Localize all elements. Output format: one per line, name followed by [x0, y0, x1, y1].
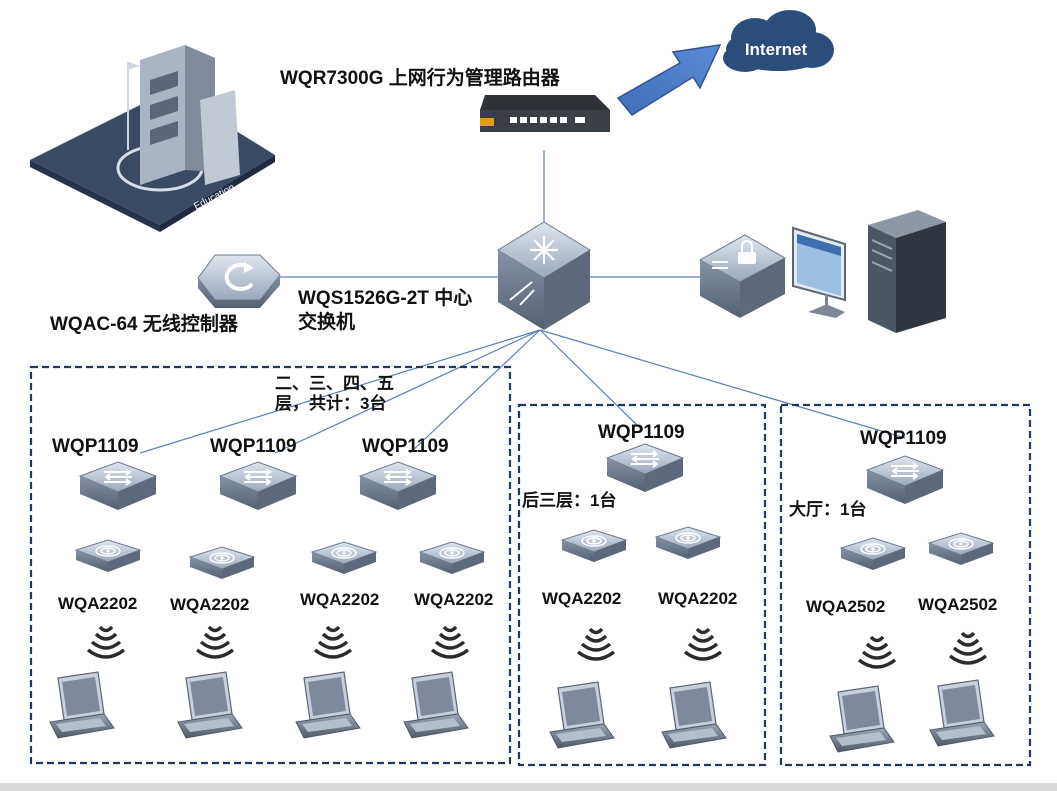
ap-icon-6 [655, 526, 721, 560]
ap-5-label: WQA2202 [542, 589, 622, 608]
server-tower-icon [868, 210, 946, 333]
switch-2-icon [219, 461, 297, 511]
switch-1-label: WQP1109 [52, 436, 139, 457]
core-to-switch-2-line [274, 329, 541, 454]
controller-label: WQAC-64 无线控制器 [50, 314, 238, 335]
core-to-switch-1-line [139, 329, 541, 454]
ap-icon-3 [311, 541, 377, 575]
switch-5-label: WQP1109 [860, 428, 947, 449]
laptop-icon-6 [661, 681, 727, 749]
core-switch-label-line1: WQS1526G-2T 中心 [298, 288, 473, 309]
internet-label: Internet [745, 40, 808, 59]
connection-lines [139, 150, 906, 454]
ap-4-label: WQA2202 [414, 590, 494, 609]
switch-4-icon [606, 443, 684, 493]
wifi-signal-icon-4 [430, 625, 470, 659]
wifi-signal-icon-1 [86, 625, 126, 659]
switch-5-icon [866, 455, 944, 505]
laptop-icon-2 [177, 671, 243, 739]
ap-3-label: WQA2202 [300, 590, 380, 609]
ap-2-label: WQA2202 [170, 595, 250, 614]
wireless-controller-icon [197, 254, 281, 308]
monitor-icon [792, 226, 846, 318]
ap-icon-8 [928, 532, 994, 566]
switch-3-icon [359, 461, 437, 511]
laptop-icon-3 [295, 671, 361, 739]
security-gateway-icon [698, 234, 787, 318]
bottom-divider [0, 783, 1057, 791]
ap-icon-4 [419, 541, 485, 575]
ap-icon-5 [561, 529, 627, 563]
education-building-icon: Education [30, 45, 275, 232]
router-device-icon [480, 95, 610, 132]
core-to-switch-5-line [539, 329, 906, 439]
wifi-signal-icon-5 [576, 627, 616, 661]
ap-7-label: WQA2502 [806, 597, 886, 616]
group-box-floors [29, 365, 512, 765]
ap-icon-7 [840, 537, 906, 571]
wifi-signal-icon-3 [313, 625, 353, 659]
group-box-rear [517, 403, 767, 767]
ap-6-label: WQA2202 [658, 589, 738, 608]
ap-8-label: WQA2502 [918, 595, 998, 614]
core-to-switch-4-line [539, 329, 643, 431]
ap-icon-1 [75, 539, 141, 573]
switch-2-label: WQP1109 [210, 436, 297, 457]
group-1-note: 二、三、四、五层，共计：3台 [275, 374, 394, 413]
uplink-arrow [616, 44, 722, 116]
wifi-signal-icon-6 [683, 627, 723, 661]
group-3-note: 大厅：1台 [789, 500, 867, 519]
switch-4-label: WQP1109 [598, 422, 685, 443]
wifi-signal-icon-2 [195, 625, 235, 659]
switch-1-icon [79, 461, 157, 511]
internet-cloud-icon: Internet [723, 10, 834, 72]
ap-1-label: WQA2202 [58, 594, 138, 613]
laptop-icon-5 [549, 681, 615, 749]
group-2-note: 后三层：1台 [522, 491, 617, 510]
core-switch-label-line2: 交换机 [298, 312, 356, 333]
laptop-icon-1 [49, 671, 115, 739]
laptop-icon-4 [403, 671, 469, 739]
laptop-icon-7 [829, 685, 895, 753]
router-label: WQR7300G 上网行为管理路由器 [280, 68, 560, 89]
ap-icon-2 [189, 546, 255, 580]
wifi-signal-icon-8 [948, 631, 988, 665]
group-box-lobby [779, 403, 1032, 767]
wifi-signal-icon-7 [857, 635, 897, 669]
core-to-switch-3-line [409, 329, 541, 454]
switch-3-label: WQP1109 [362, 436, 449, 457]
core-switch-icon [497, 221, 591, 330]
laptop-icon-8 [929, 679, 995, 747]
